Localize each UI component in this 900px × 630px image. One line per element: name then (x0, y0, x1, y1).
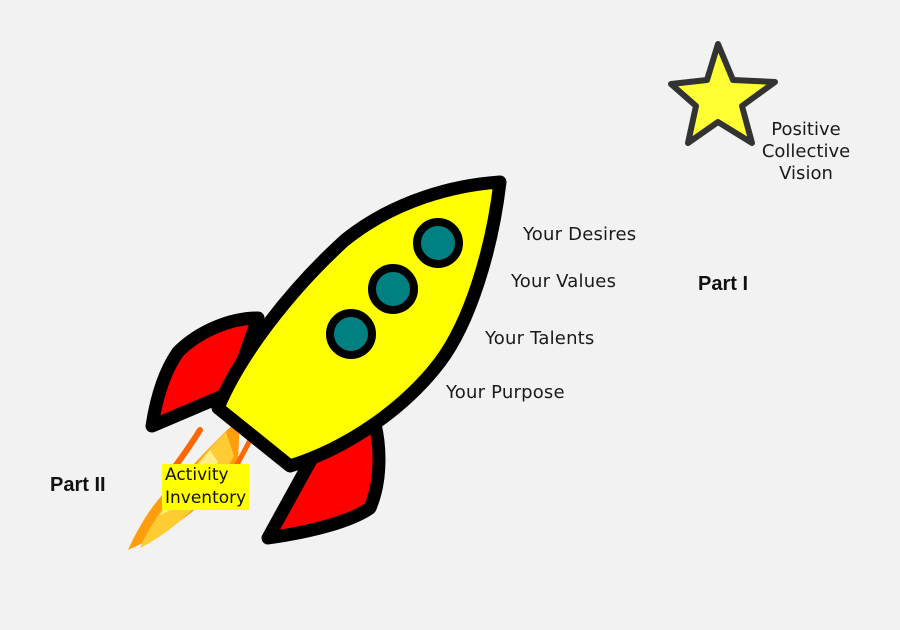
star-caption-line-1: Positive (771, 119, 841, 140)
star-caption: Positive Collective Vision (751, 119, 861, 185)
star-caption-line-2: Collective (761, 141, 851, 162)
step-your-values: Your Values (511, 271, 617, 292)
part-two-label: Part II (50, 474, 106, 496)
step-your-talents: Your Talents (485, 328, 595, 349)
activity-inventory-caption: Activity Inventory (162, 464, 250, 510)
star-caption-line-3: Vision (779, 163, 833, 184)
activity-inventory-line-2: Inventory (165, 488, 247, 508)
rocket-icon (145, 175, 507, 545)
star-icon (668, 41, 778, 146)
step-your-purpose: Your Purpose (446, 382, 565, 403)
activity-inventory-line-1: Activity (165, 465, 229, 485)
step-your-desires: Your Desires (523, 224, 637, 245)
part-one-label: Part I (698, 273, 749, 295)
